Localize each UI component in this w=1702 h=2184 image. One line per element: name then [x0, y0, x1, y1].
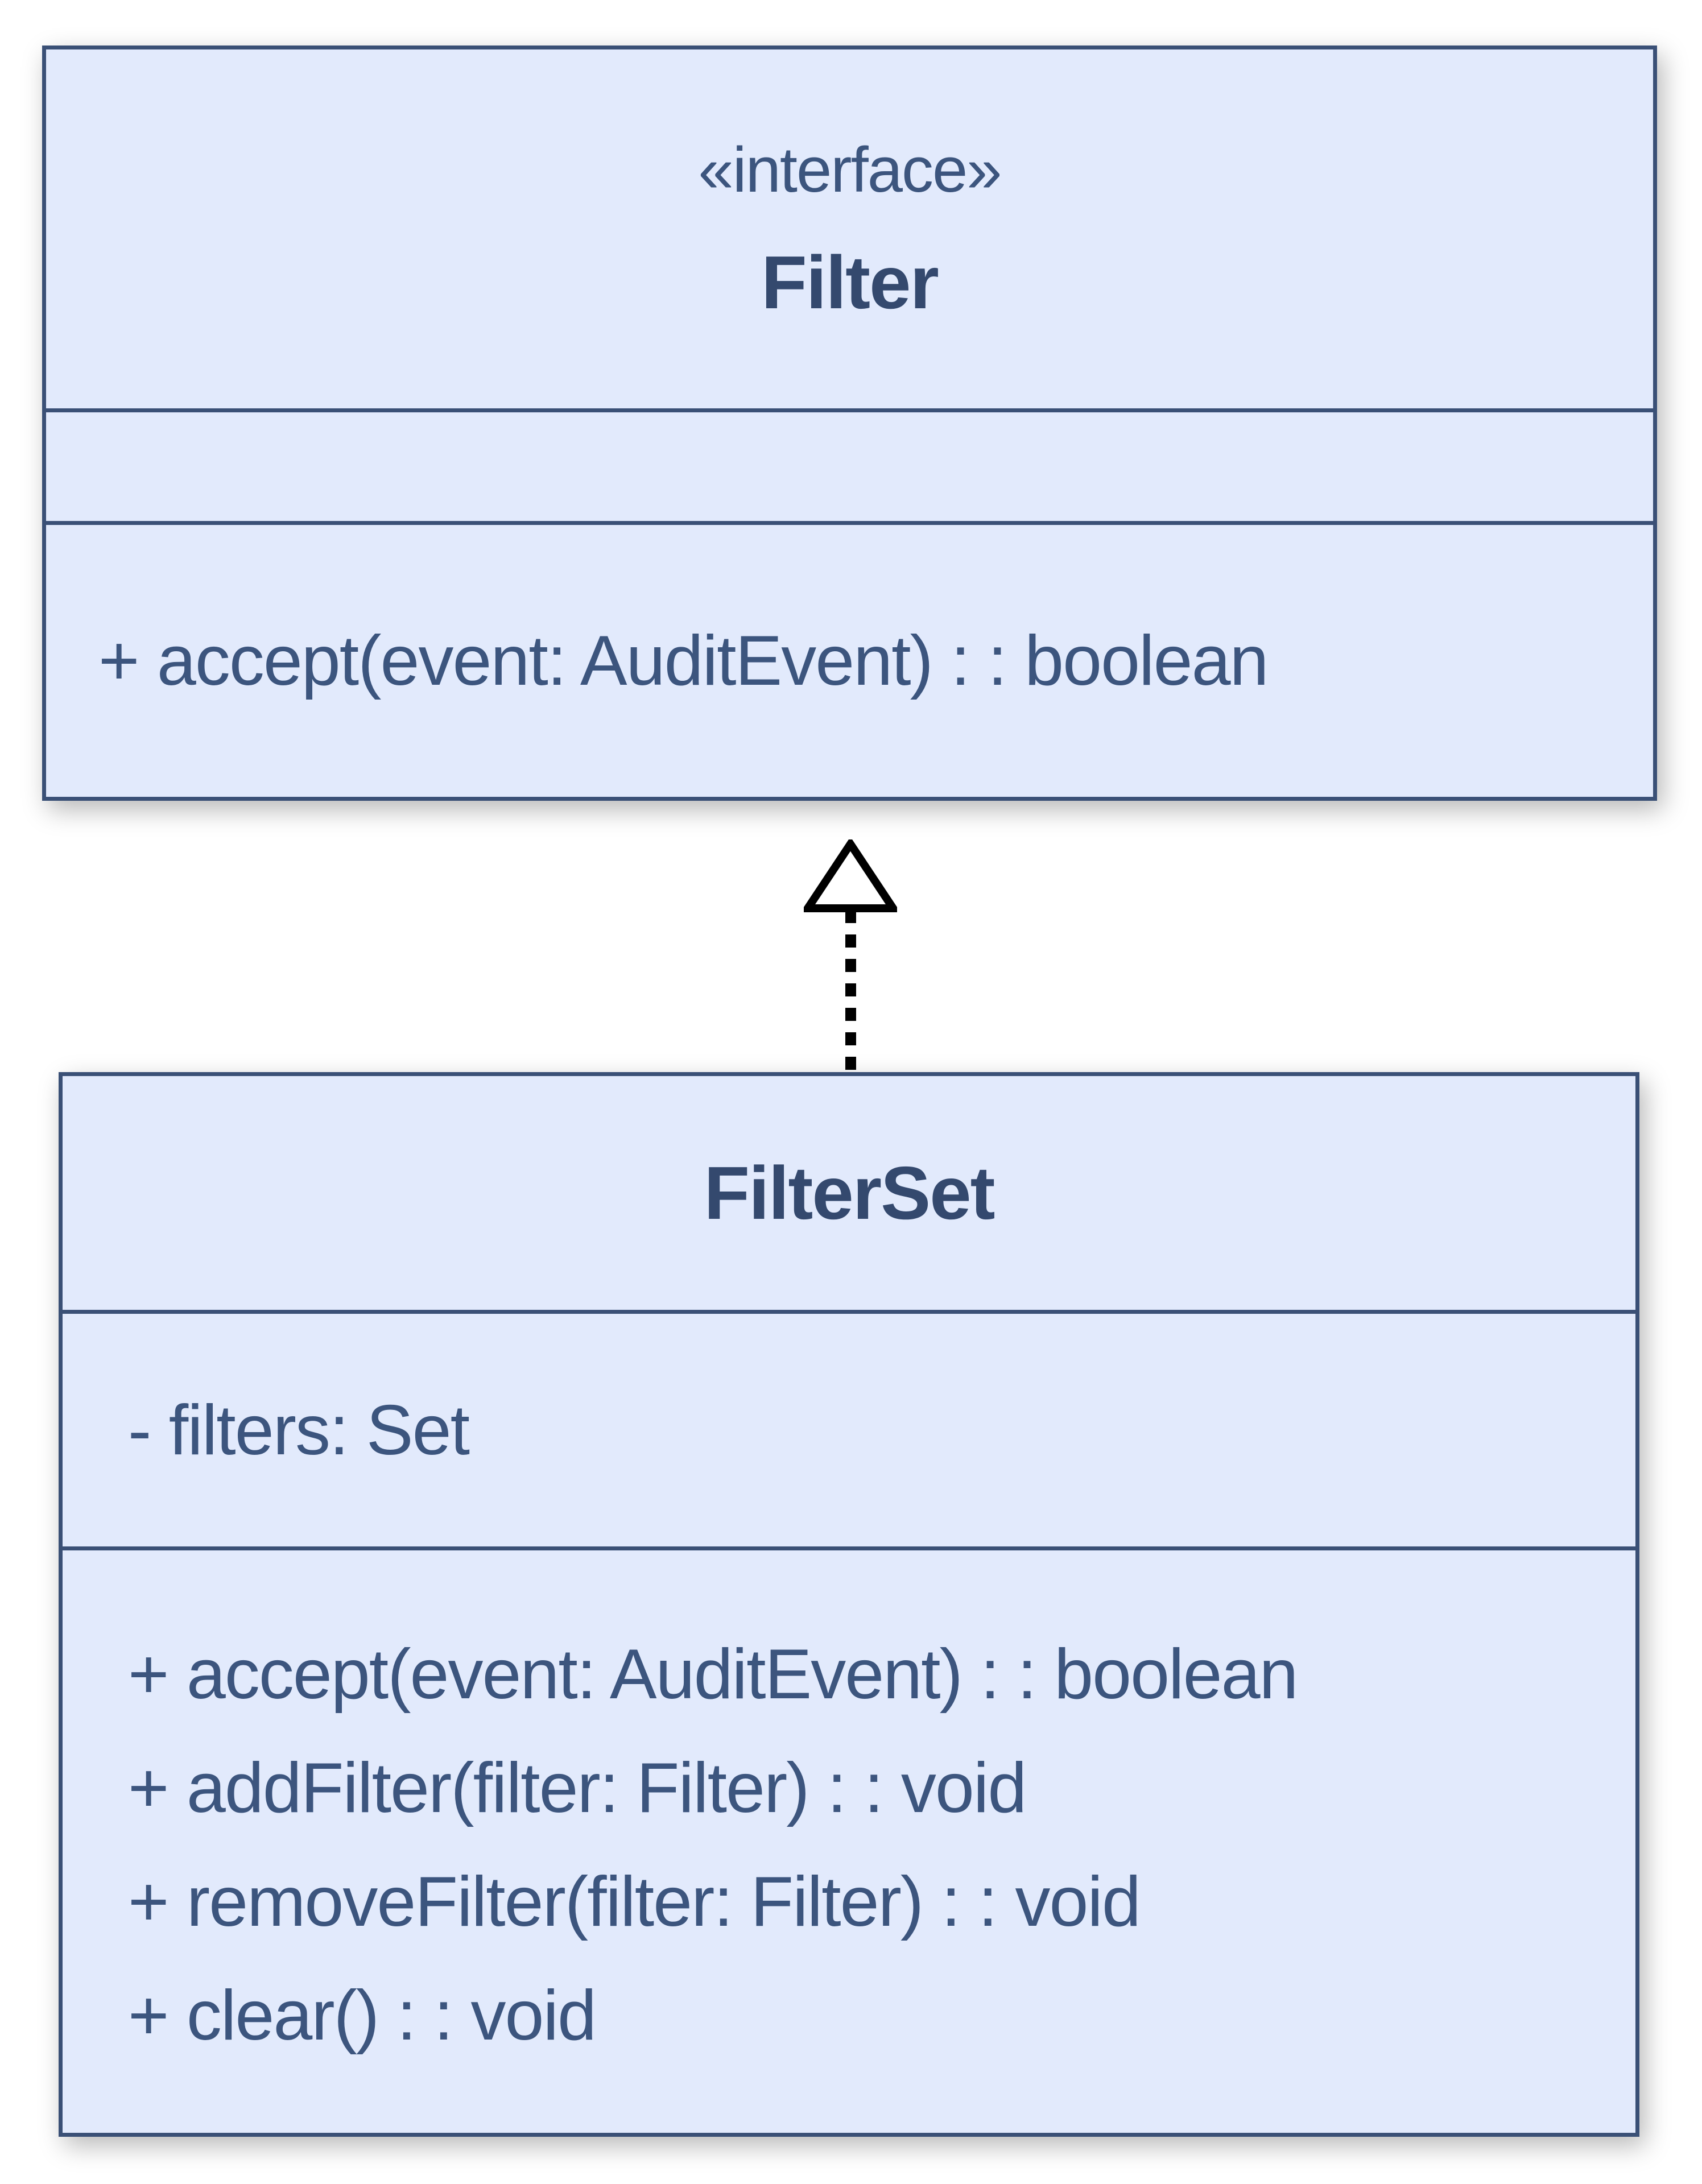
filter-title-compartment: «interface» Filter — [46, 49, 1653, 412]
member-text: + removeFilter(filter: Filter) : : void — [128, 1863, 1141, 1941]
member-text: + accept(event: AuditEvent) : : boolean — [98, 622, 1269, 700]
dashed-arrow-shaft — [845, 910, 856, 1072]
filter-methods-compartment: + accept(event: AuditEvent) : : boolean — [46, 525, 1653, 797]
filterset-title-compartment: FilterSet — [63, 1076, 1635, 1314]
hollow-triangle-arrowhead-icon — [804, 839, 897, 912]
class-box-filterset: FilterSet - filters: Set + accept(event:… — [59, 1072, 1639, 2137]
member-text: + clear() : : void — [128, 1976, 597, 2055]
member-text: + accept(event: AuditEvent) : : boolean — [128, 1635, 1299, 1714]
member-text: - filters: Set — [128, 1391, 470, 1470]
class-box-filter: «interface» Filter + accept(event: Audit… — [42, 46, 1657, 801]
filterset-methods-compartment: + accept(event: AuditEvent) : : boolean +… — [63, 1550, 1635, 2133]
filter-attributes-compartment — [46, 412, 1653, 525]
filterset-attributes-compartment: - filters: Set — [63, 1314, 1635, 1550]
member-text: + addFilter(filter: Filter) : : void — [128, 1749, 1027, 1827]
filter-class-name: Filter — [761, 240, 939, 324]
filter-stereotype-label: «interface» — [698, 134, 1002, 205]
filterset-class-name: FilterSet — [704, 1151, 995, 1235]
